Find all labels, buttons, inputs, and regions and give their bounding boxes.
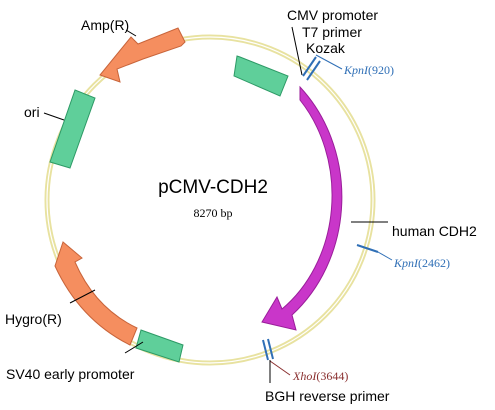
label-kozak: Kozak [306, 40, 346, 56]
hygro-arrow [54, 241, 138, 346]
label-cmv-promoter: CMV promoter [287, 7, 378, 23]
amp-arrow [99, 27, 186, 83]
label-bgh-reverse-primer: BGH reverse primer [265, 388, 390, 404]
xho1-site-tick [262, 339, 269, 361]
cmv-promoter-block [233, 55, 289, 97]
label-ori: ori [24, 104, 40, 120]
label-hygro: Hygro(R) [5, 311, 62, 327]
kpn1-site-a-tick [302, 56, 317, 77]
label-kpn1-site-b: KpnI(2462) [393, 256, 450, 270]
label-amp: Amp(R) [81, 17, 129, 33]
label-kpn1-site-a: KpnI(920) [343, 63, 394, 77]
kpn1-site-b-tick [356, 244, 379, 253]
plasmid-size: 8270 bp [194, 206, 233, 220]
human-cdh2-arrow [261, 85, 343, 331]
label-sv40-early-promoter: SV40 early promoter [6, 366, 135, 382]
label-human-cdh2: human CDH2 [392, 223, 477, 239]
sv40-promoter-block [135, 329, 184, 363]
label-xho1-site: XhoI(3644) [292, 369, 348, 383]
ori-block [49, 89, 96, 169]
plasmid-name: pCMV-CDH2 [158, 177, 268, 198]
label-t7-primer: T7 primer [302, 24, 362, 40]
